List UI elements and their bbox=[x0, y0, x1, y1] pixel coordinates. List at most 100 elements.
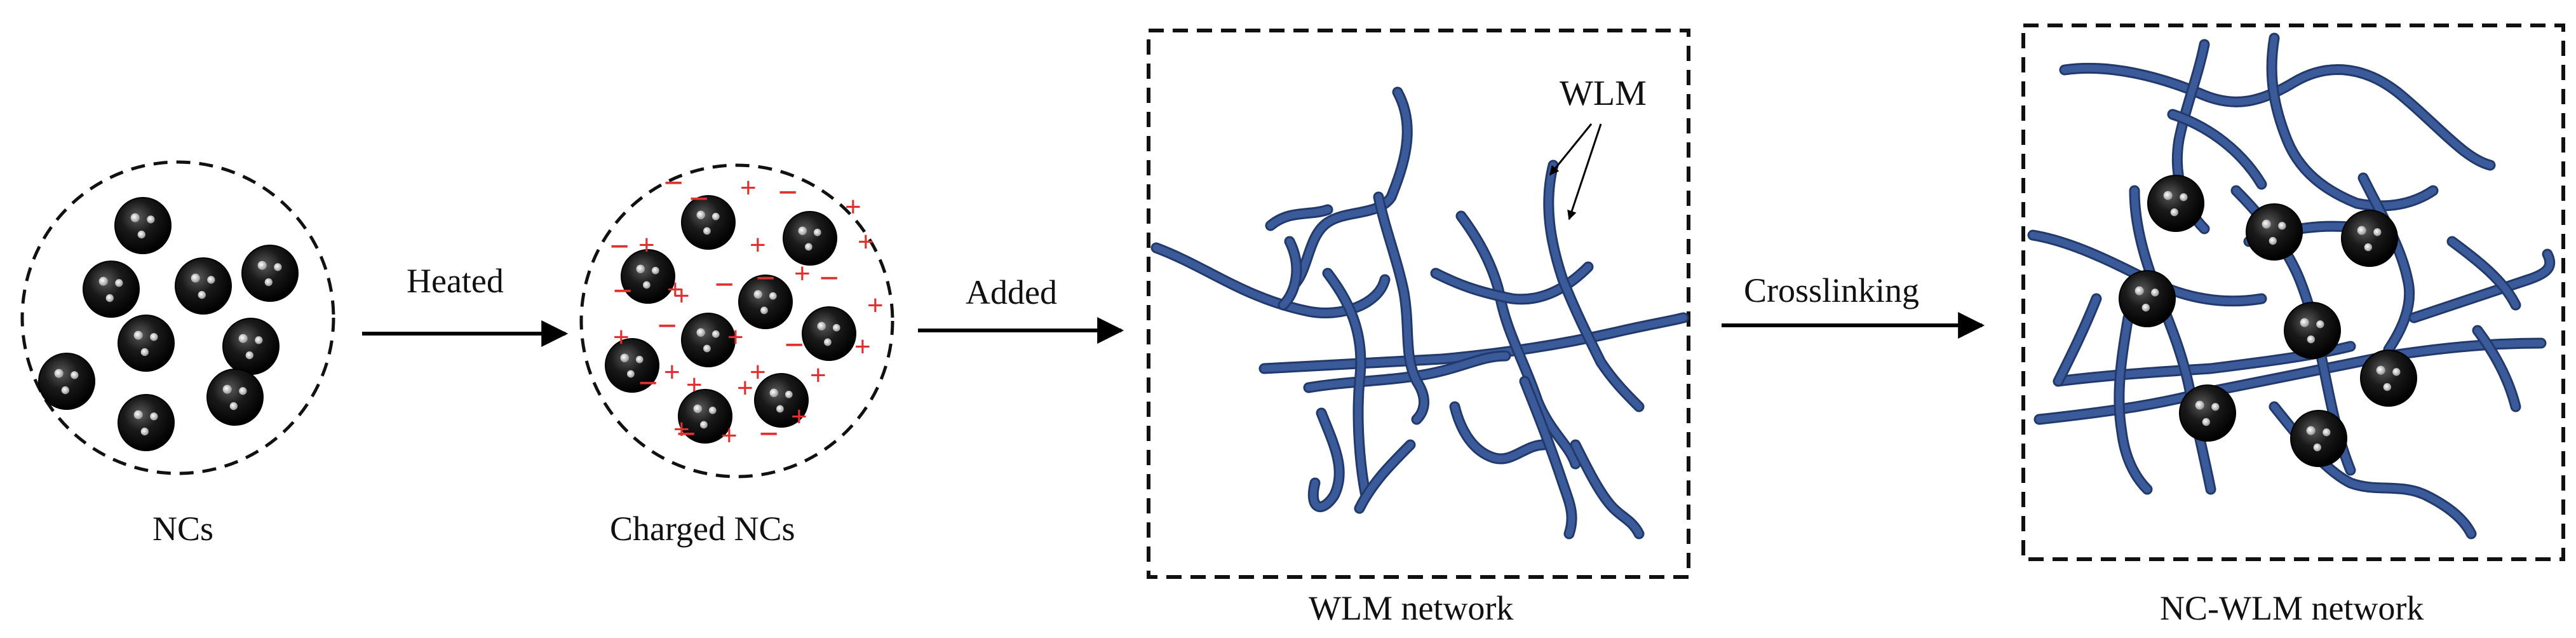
nc-wlm-strand-13 bbox=[2446, 236, 2521, 311]
minus-charge: − bbox=[610, 228, 629, 265]
minus-charge: − bbox=[759, 416, 778, 452]
nc-wlm-strand-12 bbox=[2408, 248, 2556, 323]
nc-wlm-nanocrystal-6 bbox=[2360, 350, 2417, 407]
plus-charge: + bbox=[667, 274, 684, 305]
ncs-nanocrystals bbox=[38, 197, 299, 451]
nanocrystal-2 bbox=[83, 261, 140, 318]
nc-wlm-nanocrystals bbox=[2119, 175, 2417, 467]
heated-arrow: Heated bbox=[362, 262, 569, 347]
nc-wlm-strands bbox=[2027, 32, 2556, 540]
ncs-dashed-circle bbox=[20, 160, 335, 475]
nc-wlm-strand-17 bbox=[2472, 325, 2521, 412]
plus-charge: + bbox=[810, 360, 826, 391]
plus-charge: + bbox=[854, 331, 871, 362]
plus-charge: + bbox=[727, 322, 744, 353]
nc-wlm-strand-7 bbox=[2129, 185, 2216, 495]
nc-wlm-strand-14 bbox=[2053, 293, 2102, 387]
charge-symbols: ++++++++++++++++++++−−−−−−−−−−−−− bbox=[610, 165, 884, 452]
nc-wlm-nanocrystal-4 bbox=[2119, 270, 2176, 327]
charged-ncs-dashed-circle bbox=[579, 163, 894, 478]
nc-wlm-strand-10 bbox=[2114, 312, 2153, 495]
plus-charge: + bbox=[794, 258, 811, 289]
plus-charge: + bbox=[673, 280, 690, 311]
plus-charge: + bbox=[791, 401, 807, 432]
ncs-label: NCs bbox=[152, 510, 213, 548]
wlm-pointer-arrow-2 bbox=[1567, 123, 1602, 221]
nc-wlm-nanocrystal-8 bbox=[2290, 410, 2347, 467]
charged-nanocrystal-4 bbox=[738, 275, 793, 329]
charged-nanocrystal-9 bbox=[678, 389, 732, 444]
ncs-panel: NCs bbox=[20, 160, 335, 548]
nc-wlm-network-label: NC-WLM network bbox=[2160, 589, 2424, 627]
wlm-network-panel: WLM WLM network bbox=[1147, 29, 1690, 627]
wlm-strand-16 bbox=[1519, 376, 1577, 540]
added-arrow: Added bbox=[918, 273, 1124, 344]
minus-charge: − bbox=[664, 165, 683, 201]
heated-label: Heated bbox=[407, 262, 504, 300]
wlm-strand-6 bbox=[1373, 191, 1430, 425]
minus-charge: − bbox=[689, 180, 708, 217]
nc-wlm-nanocrystal-3 bbox=[2341, 210, 2398, 267]
wlm-pointer-label: WLM bbox=[1560, 74, 1647, 113]
nanocrystal-7 bbox=[38, 353, 95, 410]
nanocrystal-1 bbox=[114, 197, 172, 254]
minus-charge: − bbox=[715, 266, 734, 303]
minus-charge: − bbox=[613, 273, 632, 309]
nanocrystal-3 bbox=[175, 257, 232, 315]
wlm-strand-7 bbox=[1322, 268, 1372, 501]
nanocrystal-9 bbox=[118, 394, 175, 451]
nc-wlm-strand-9 bbox=[2357, 172, 2415, 355]
wlm-strand-2 bbox=[1290, 86, 1413, 288]
plus-charge: + bbox=[638, 229, 655, 261]
nc-wlm-strand-15 bbox=[2167, 109, 2267, 190]
wlm-strand-8 bbox=[1307, 407, 1345, 512]
charged-nanocrystal-3 bbox=[621, 249, 675, 304]
minus-charge: − bbox=[778, 174, 797, 211]
crosslinking-arrow: Crosslinking bbox=[1722, 271, 1985, 339]
plus-charge: + bbox=[867, 290, 884, 321]
minus-charge: − bbox=[785, 327, 804, 363]
wlm-strand-12 bbox=[1449, 401, 1549, 465]
nanocrystal-6 bbox=[222, 318, 280, 375]
wlm-strand-15 bbox=[1278, 236, 1302, 311]
plus-charge: + bbox=[737, 372, 753, 404]
charged-nanocrystal-8 bbox=[754, 373, 809, 428]
nc-wlm-nanocrystal-2 bbox=[2246, 203, 2303, 261]
nc-wlm-nanocrystal-7 bbox=[2179, 384, 2236, 442]
minus-charge: − bbox=[756, 260, 775, 297]
wlm-strand-14 bbox=[1354, 439, 1416, 514]
plus-charge: + bbox=[740, 172, 757, 203]
wlm-strand-11 bbox=[1543, 160, 1645, 412]
charged-nanocrystal-1 bbox=[681, 195, 736, 250]
plus-charge: + bbox=[721, 420, 738, 451]
nc-wlm-network-frame bbox=[2021, 24, 2565, 561]
plus-charge: + bbox=[613, 322, 630, 353]
nc-wlm-nanocrystal-5 bbox=[2284, 302, 2341, 359]
minus-charge: − bbox=[819, 260, 839, 297]
charged-ncs-panel: ++++++++++++++++++++−−−−−−−−−−−−− Charge… bbox=[579, 163, 894, 548]
nc-wlm-network-panel: NC-WLM network bbox=[2021, 24, 2565, 627]
nc-wlm-strand-3 bbox=[2266, 32, 2439, 212]
wlm-strands bbox=[1150, 86, 1689, 540]
charged-nanocrystal-2 bbox=[783, 211, 837, 266]
plus-charge: + bbox=[750, 356, 766, 388]
added-label: Added bbox=[966, 273, 1057, 311]
minus-charge: − bbox=[657, 308, 677, 344]
charged-nanocrystals bbox=[605, 195, 856, 444]
minus-charge: − bbox=[638, 365, 657, 402]
plus-charge: + bbox=[664, 356, 680, 388]
wlm-strand-1 bbox=[1150, 242, 1391, 319]
wlm-strand-13 bbox=[1570, 439, 1645, 540]
crosslinking-label: Crosslinking bbox=[1744, 271, 1919, 309]
wlm-strand-9 bbox=[1455, 210, 1581, 470]
nc-wlm-nanocrystal-1 bbox=[2147, 175, 2204, 232]
nanocrystal-4 bbox=[241, 245, 299, 302]
nc-wlm-strand-1 bbox=[2059, 62, 2496, 171]
plus-charge: + bbox=[750, 229, 766, 261]
nanocrystal-5 bbox=[118, 315, 175, 372]
charged-nanocrystal-5 bbox=[681, 313, 736, 367]
wlm-network-frame bbox=[1147, 29, 1690, 579]
charged-ncs-label: Charged NCs bbox=[610, 510, 795, 548]
plus-charge: + bbox=[845, 191, 861, 222]
